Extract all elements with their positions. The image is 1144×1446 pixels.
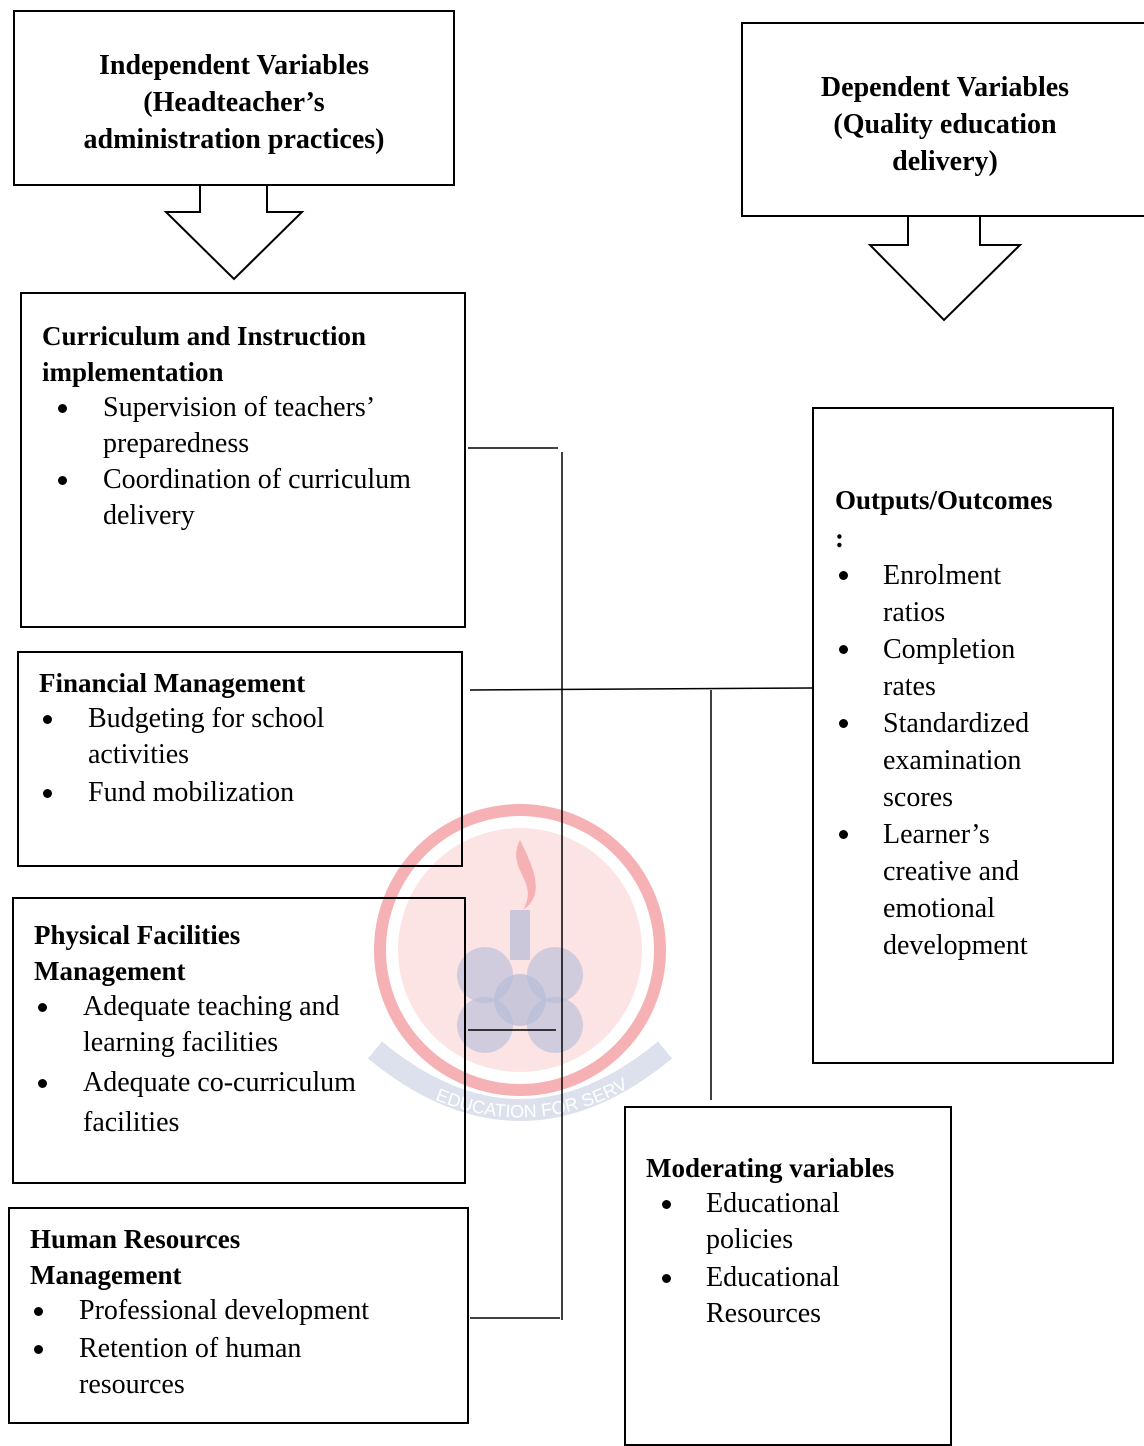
list-item: Standardized examination scores — [835, 705, 1113, 816]
list-item: Adequate teaching and learning facilitie… — [34, 989, 464, 1061]
financial-management-box: Financial Management Budgeting for schoo… — [17, 651, 463, 867]
independent-variables-heading: Independent Variables (Headteacher’s adm… — [83, 50, 385, 155]
list-item: Coordination of curriculum delivery — [42, 462, 462, 534]
outputs-outcomes-box: Outputs/Outcomes : Enrolment ratios Comp… — [812, 407, 1114, 1064]
list-item: Educational Resources — [646, 1260, 946, 1332]
physical-facilities-box: Physical Facilities Management Adequate … — [12, 897, 466, 1184]
list-item: Enrolment ratios — [835, 557, 1113, 631]
list-item: Fund mobilization — [39, 775, 459, 811]
connector-financial-to-outputs — [469, 687, 813, 691]
outputs-title: Outputs/Outcomes : — [835, 485, 1053, 553]
university-seal-watermark: EDUCATION FOR SERVICE — [355, 800, 673, 1122]
list-item: Completion rates — [835, 631, 1113, 705]
list-item: Supervision of teachers’ preparedness — [42, 390, 462, 462]
arrow-down-independent — [163, 184, 305, 281]
moderating-title: Moderating variables — [646, 1153, 895, 1183]
physical-title: Physical Facilities Management — [34, 920, 241, 986]
independent-variables-box: Independent Variables (Headteacher’s adm… — [13, 10, 455, 186]
list-item: Professional development — [30, 1293, 465, 1329]
dependent-variables-box: Dependent Variables (Quality education d… — [741, 22, 1144, 217]
curriculum-title: Curriculum and Instruction implementatio… — [42, 321, 367, 387]
curriculum-instruction-box: Curriculum and Instruction implementatio… — [20, 292, 466, 628]
human-resources-box: Human Resources Management Professional … — [8, 1207, 469, 1424]
list-item: Adequate co-curriculum facilities — [34, 1063, 464, 1143]
human-resources-title: Human Resources Management — [30, 1224, 241, 1290]
list-item: Learner’s creative and emotional develop… — [835, 816, 1113, 964]
financial-title: Financial Management — [39, 668, 306, 698]
dependent-variables-heading: Dependent Variables (Quality education d… — [820, 72, 1070, 177]
moderating-variables-box: Moderating variables Educational policie… — [624, 1106, 952, 1446]
arrow-down-dependent — [867, 215, 1023, 322]
list-item: Budgeting for school activities — [39, 701, 459, 773]
list-item: Educational policies — [646, 1186, 946, 1258]
list-item: Retention of human resources — [30, 1331, 465, 1403]
